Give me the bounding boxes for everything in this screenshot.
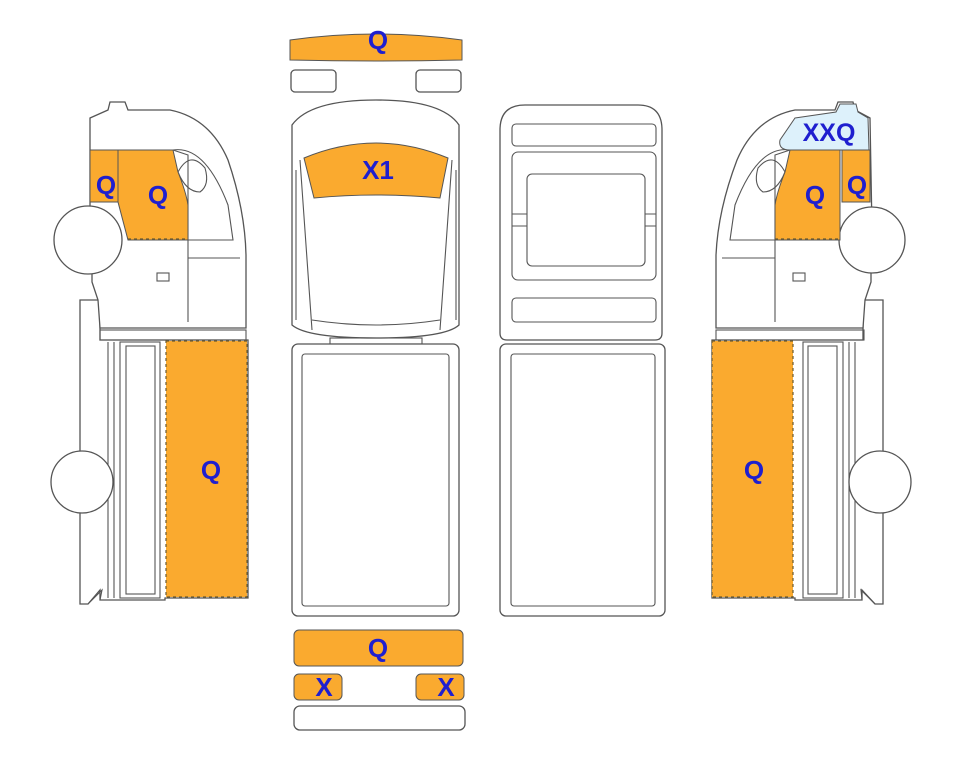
top-front-bumper[interactable] — [289, 33, 463, 62]
right-front-wheel — [838, 206, 906, 274]
top-rear-step — [293, 705, 466, 731]
roof-window — [526, 173, 646, 267]
right-roof-corner-zone[interactable] — [779, 103, 870, 151]
right-box-frame-inner — [807, 345, 838, 595]
top-view: Q X1 Q X X — [289, 25, 466, 731]
top-rear-left-light-label: X — [315, 672, 333, 702]
top-cab-inner-left — [295, 159, 313, 331]
top-box-outline — [291, 343, 460, 617]
right-cab-rear-label: Q — [805, 180, 825, 210]
left-box-frame-inner — [125, 345, 156, 595]
top-right-headlight — [415, 69, 462, 93]
left-step — [156, 272, 170, 282]
top-cab-inner-right — [439, 159, 457, 331]
right-roof-corner-label: XXQ — [803, 119, 856, 147]
right-door-line — [722, 240, 776, 322]
left-cab-rear-zone[interactable] — [117, 149, 189, 241]
left-mirror — [177, 159, 208, 193]
roof-box-inner — [510, 353, 656, 607]
left-box-label: Q — [201, 455, 221, 485]
top-cab-outline — [291, 99, 460, 339]
left-box-zone[interactable] — [165, 340, 248, 598]
right-mirror — [755, 159, 786, 193]
left-cab-front-label: Q — [96, 170, 116, 200]
left-side-view: Q Q Q — [50, 101, 249, 605]
roof-view — [499, 104, 666, 617]
top-front-bumper-label: Q — [368, 25, 388, 55]
right-cab-separator — [715, 329, 865, 341]
left-rear-wheel — [50, 450, 114, 514]
top-windshield[interactable] — [303, 142, 449, 199]
left-door-window — [172, 149, 234, 241]
top-rear-left-light[interactable] — [293, 673, 343, 701]
top-rear-right-light[interactable] — [415, 673, 465, 701]
roof-window-divider — [512, 213, 656, 227]
right-cab-front-label: Q — [847, 170, 867, 200]
top-cab-box-gap — [329, 337, 423, 345]
top-cab-rear-line — [311, 319, 441, 326]
left-cab-rear-label: Q — [148, 180, 168, 210]
top-rear-bumper-label: Q — [368, 633, 388, 663]
roof-front-panel — [511, 123, 657, 147]
top-rear-right-light-label: X — [437, 672, 455, 702]
roof-rear-panel — [511, 297, 657, 323]
top-windshield-label: X1 — [362, 155, 394, 185]
top-left-headlight — [290, 69, 337, 93]
roof-cab-outline — [499, 104, 663, 341]
right-cab-rear-zone[interactable] — [774, 149, 841, 241]
right-side-view: XXQ Q Q Q — [711, 101, 912, 605]
roof-mid-panel — [511, 151, 657, 281]
left-front-wheel — [53, 205, 123, 275]
right-cab-front-zone[interactable] — [841, 149, 871, 203]
right-box-zone[interactable] — [711, 340, 794, 598]
left-mudflap — [87, 588, 103, 605]
right-step — [792, 272, 806, 282]
left-door-line — [187, 240, 240, 322]
left-cab-separator — [99, 329, 247, 341]
top-box-inner — [301, 353, 450, 607]
right-mudflap — [860, 588, 876, 605]
right-door-window — [729, 149, 791, 241]
right-box-label: Q — [744, 455, 764, 485]
right-box-frame-outer — [802, 341, 844, 599]
roof-box-outline — [499, 343, 666, 617]
left-cab-front-zone[interactable] — [89, 149, 119, 203]
top-rear-bumper[interactable] — [293, 629, 464, 667]
right-rear-wheel — [848, 450, 912, 514]
left-box-frame-outer — [119, 341, 161, 599]
